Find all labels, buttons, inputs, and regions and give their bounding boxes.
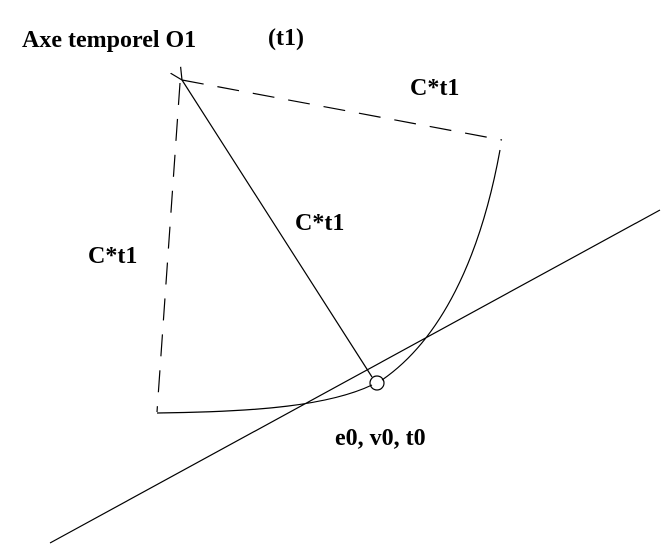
right-hyperbola-curve	[381, 149, 501, 381]
diagonal-label: C*t1	[295, 210, 344, 236]
event-point-circle	[369, 375, 385, 391]
top-edge-label: C*t1	[410, 75, 459, 101]
event-label: e0, v0, t0	[335, 425, 426, 451]
axis-title-label: Axe temporel O1	[22, 27, 196, 53]
dashed-left-edge	[156, 82, 181, 413]
axis-param-label: (t1)	[268, 25, 304, 51]
left-hyperbola-curve	[156, 384, 373, 414]
temporal-axis-arrow	[182, 80, 373, 378]
left-edge-label: C*t1	[88, 243, 137, 269]
dashed-top-edge	[181, 79, 503, 141]
oblique-axis-line	[49, 209, 661, 544]
